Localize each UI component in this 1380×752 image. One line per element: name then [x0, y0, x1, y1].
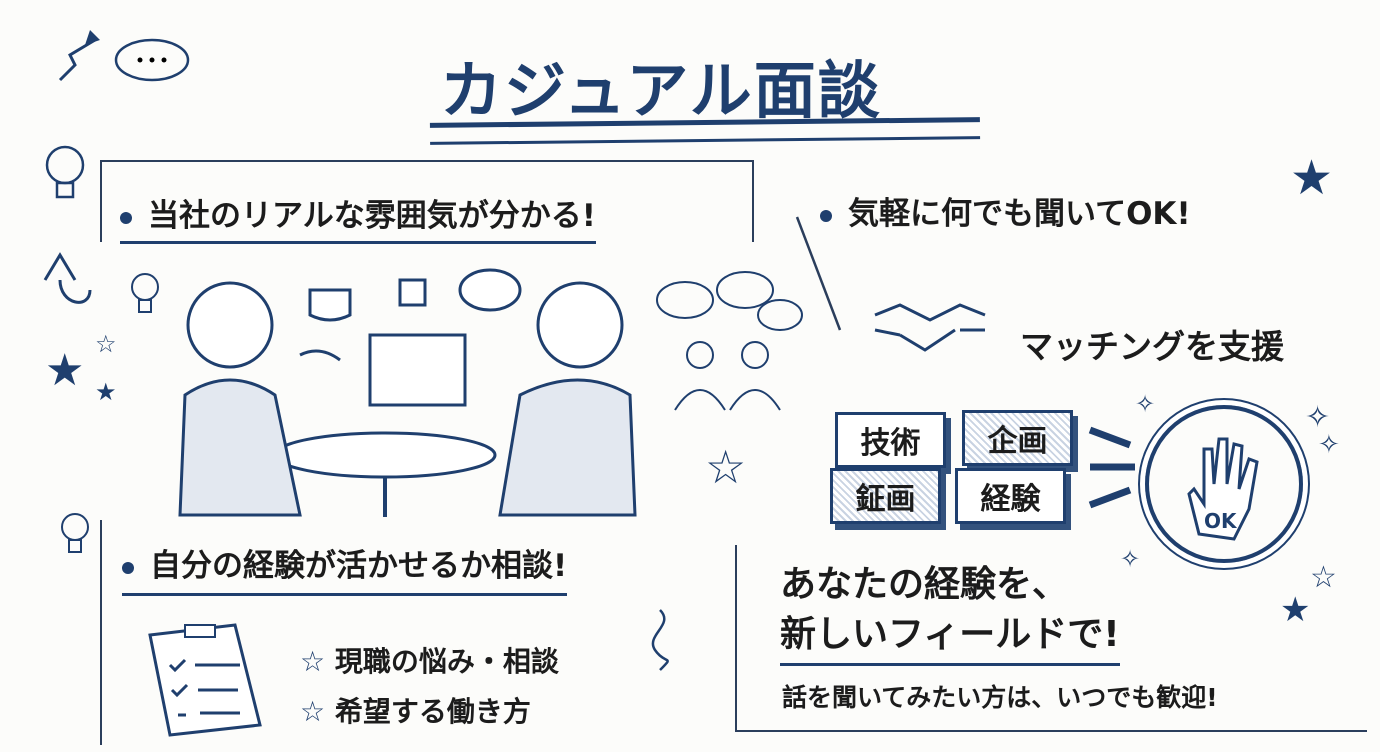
star-icon: ✧: [1120, 545, 1141, 573]
ask-text: 気軽に何でも聞いてOK!: [848, 196, 1191, 232]
star-icon: ★: [45, 345, 85, 396]
divider-line: [795, 216, 842, 331]
consult-text: 自分の経験が活かせるか相談!: [150, 548, 568, 584]
star-icon: ✧: [1318, 430, 1340, 460]
tag-planning: 企画: [962, 410, 1073, 466]
arrows-icon: [1088, 426, 1135, 509]
consult-item-text: 希望する働き方: [334, 695, 531, 728]
star-icon: ✧: [1135, 390, 1156, 418]
star-icon: ☆: [1310, 560, 1337, 595]
hand-icon: [1187, 437, 1259, 541]
consult-item-text: 現職の悩み・相談: [334, 645, 559, 678]
bullet-icon: [120, 211, 132, 224]
tag-experience: 経験: [955, 468, 1066, 524]
consult-item: ☆ 希望する働き方: [300, 690, 531, 730]
handshake-icon: [874, 303, 986, 352]
ok-badge: OK: [1145, 405, 1303, 563]
speech-bubble-icon: [114, 38, 190, 82]
star-icon: ★: [1280, 590, 1311, 630]
welcome-text: 話を聞いてみたい方は、いつでも歓迎!: [782, 683, 1218, 712]
ask-heading: 気軽に何でも聞いてOK!: [820, 188, 1191, 233]
consult-item: ☆ 現職の悩み・相談: [300, 640, 559, 680]
meeting-illustration: [178, 268, 637, 517]
curved-arrow-icon: [43, 252, 92, 304]
arrow-icon: [58, 30, 100, 82]
page-title: カジュアル面談: [440, 54, 882, 127]
swirl-doodle: [651, 609, 669, 671]
tag-planning-alt: 鉦画: [830, 468, 941, 524]
lightbulb-icon: [45, 145, 85, 199]
ok-text: OK: [1204, 509, 1237, 533]
consult-heading: 自分の経験が活かせるか相談!: [122, 540, 568, 596]
closing-line2: 新しいフィールドで!: [780, 605, 1120, 666]
closing-line1: あなたの経験を、: [780, 564, 1069, 605]
atmosphere-text: 当社のリアルな雰囲気が分かる!: [148, 198, 596, 234]
bullet-icon: [122, 561, 134, 574]
title-underline: [429, 117, 981, 145]
matching-heading: マッチングを支援: [1020, 327, 1284, 366]
star-icon: ☆: [300, 695, 326, 728]
tag-skill: 技術: [835, 412, 946, 468]
star-icon: ☆: [300, 645, 326, 678]
checklist-icon: [148, 623, 262, 737]
bullet-icon: [820, 209, 832, 222]
star-icon: ★: [1290, 150, 1334, 206]
star-icon: ★: [95, 378, 117, 406]
star-icon: ☆: [95, 330, 117, 358]
atmosphere-heading: 当社のリアルな雰囲気が分かる!: [120, 190, 596, 244]
group-chat-illustration: [656, 271, 803, 411]
lightbulb-icon: [131, 273, 159, 313]
lightbulb-icon: [61, 513, 89, 553]
star-icon: ✧: [1305, 400, 1331, 435]
closing-frame: [735, 545, 1367, 732]
consult-frame: [100, 520, 102, 745]
star-icon: ☆: [705, 440, 747, 494]
atmosphere-frame: [100, 160, 754, 242]
